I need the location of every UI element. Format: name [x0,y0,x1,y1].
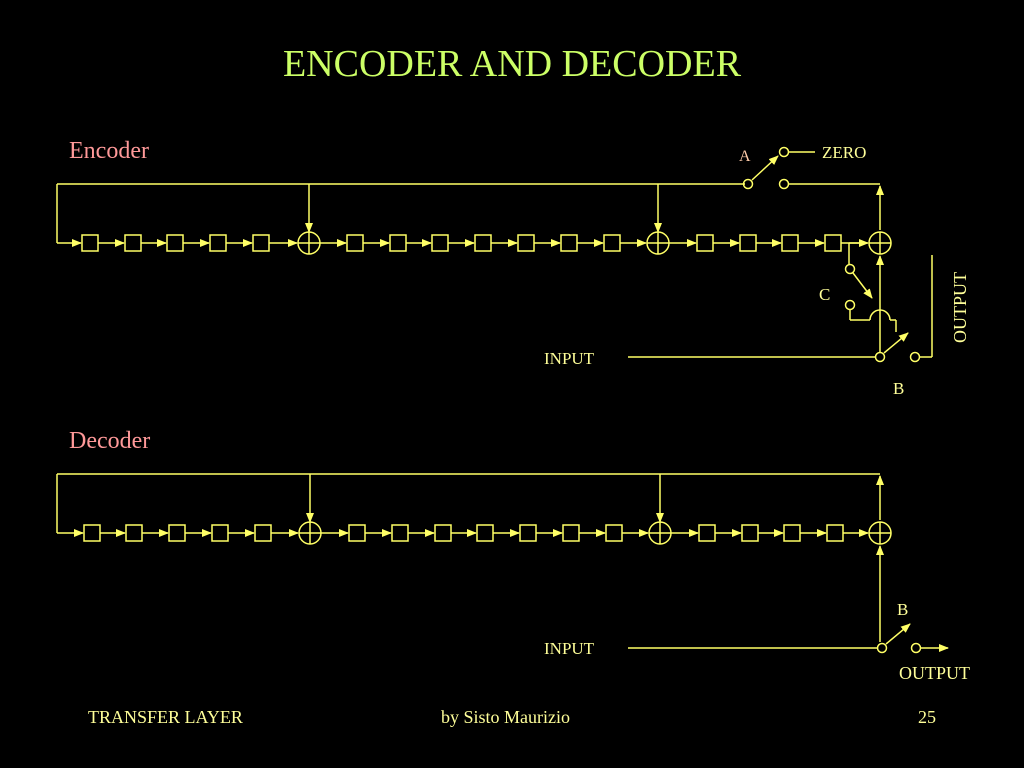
encoder-register-1 [81,234,99,252]
decoder-register-2 [125,524,143,542]
decoder-register-3 [168,524,186,542]
decoder-xor-adder-3 [868,521,892,545]
decoder-switch-b-pivot [876,642,888,654]
decoder-switch-b-arm [885,623,911,645]
footer-page-number: 25 [918,707,936,727]
encoder-switch-c-label: C [819,285,830,304]
encoder-register-6 [346,234,364,252]
decoder-register-chain [57,521,892,545]
encoder-xor-adder-2 [646,231,670,255]
encoder-switch-c-contact-bottom [844,299,856,311]
decoder-input-label: INPUT [544,639,595,658]
decoder-register-8 [434,524,452,542]
decoder-output-label: OUTPUT [899,663,970,683]
encoder-register-3 [166,234,184,252]
decoder-xor-adder-2 [648,521,672,545]
encoder-switch-b-arm [883,332,909,354]
encoder-register-5 [252,234,270,252]
decoder-switch-b-label: B [897,600,908,619]
encoder-register-9 [474,234,492,252]
decoder-register-5 [254,524,272,542]
encoder-switch-a-label: A [739,148,751,165]
slide-title: ENCODER AND DECODER [282,43,742,85]
encoder-xor-adder-3 [868,231,892,255]
encoder-output-label: OUTPUT [950,272,970,343]
footer-author: by Sisto Maurizio [441,707,570,727]
encoder-register-10 [517,234,535,252]
encoder-switch-b-pivot [874,351,886,363]
encoder-register-13 [696,234,714,252]
encoder-register-12 [603,234,621,252]
decoder-register-10 [519,524,537,542]
encoder-zero-label: ZERO [822,143,866,162]
decoder-register-4 [211,524,229,542]
footer-left: TRANSFER LAYER [88,707,243,727]
encoder-register-16 [824,234,842,252]
encoder-register-chain [57,231,892,255]
decoder-xor-adder-1 [298,521,322,545]
encoder-register-14 [739,234,757,252]
encoder-register-11 [560,234,578,252]
decoder-label: Decoder [69,428,151,454]
encoder-circuit [56,146,933,363]
encoder-switch-c-arm [852,272,873,299]
decoder-register-6 [348,524,366,542]
encoder-label: Encoder [69,138,149,164]
encoder-bus-crossover [869,309,891,321]
encoder-switch-a-pivot [742,178,754,190]
encoder-switch-b-label: B [893,379,904,398]
encoder-switch-c-contact-top [844,263,856,275]
decoder-register-14 [741,524,759,542]
encoder-register-15 [781,234,799,252]
decoder-circuit [56,473,949,654]
encoder-input-label: INPUT [544,349,595,368]
decoder-register-7 [391,524,409,542]
encoder-register-7 [389,234,407,252]
decoder-switch-b-contact [910,642,922,654]
encoder-switch-b-contact [909,351,921,363]
decoder-register-13 [698,524,716,542]
decoder-register-1 [83,524,101,542]
decoder-register-16 [826,524,844,542]
encoder-switch-a-feedback-contact [778,178,790,190]
decoder-register-12 [605,524,623,542]
encoder-register-8 [431,234,449,252]
encoder-xor-adder-1 [297,231,321,255]
encoder-register-2 [124,234,142,252]
encoder-register-4 [209,234,227,252]
decoder-register-15 [783,524,801,542]
decoder-register-9 [476,524,494,542]
decoder-register-11 [562,524,580,542]
encoder-switch-a-arm [751,155,779,181]
encoder-switch-a-zero-contact [778,146,790,158]
